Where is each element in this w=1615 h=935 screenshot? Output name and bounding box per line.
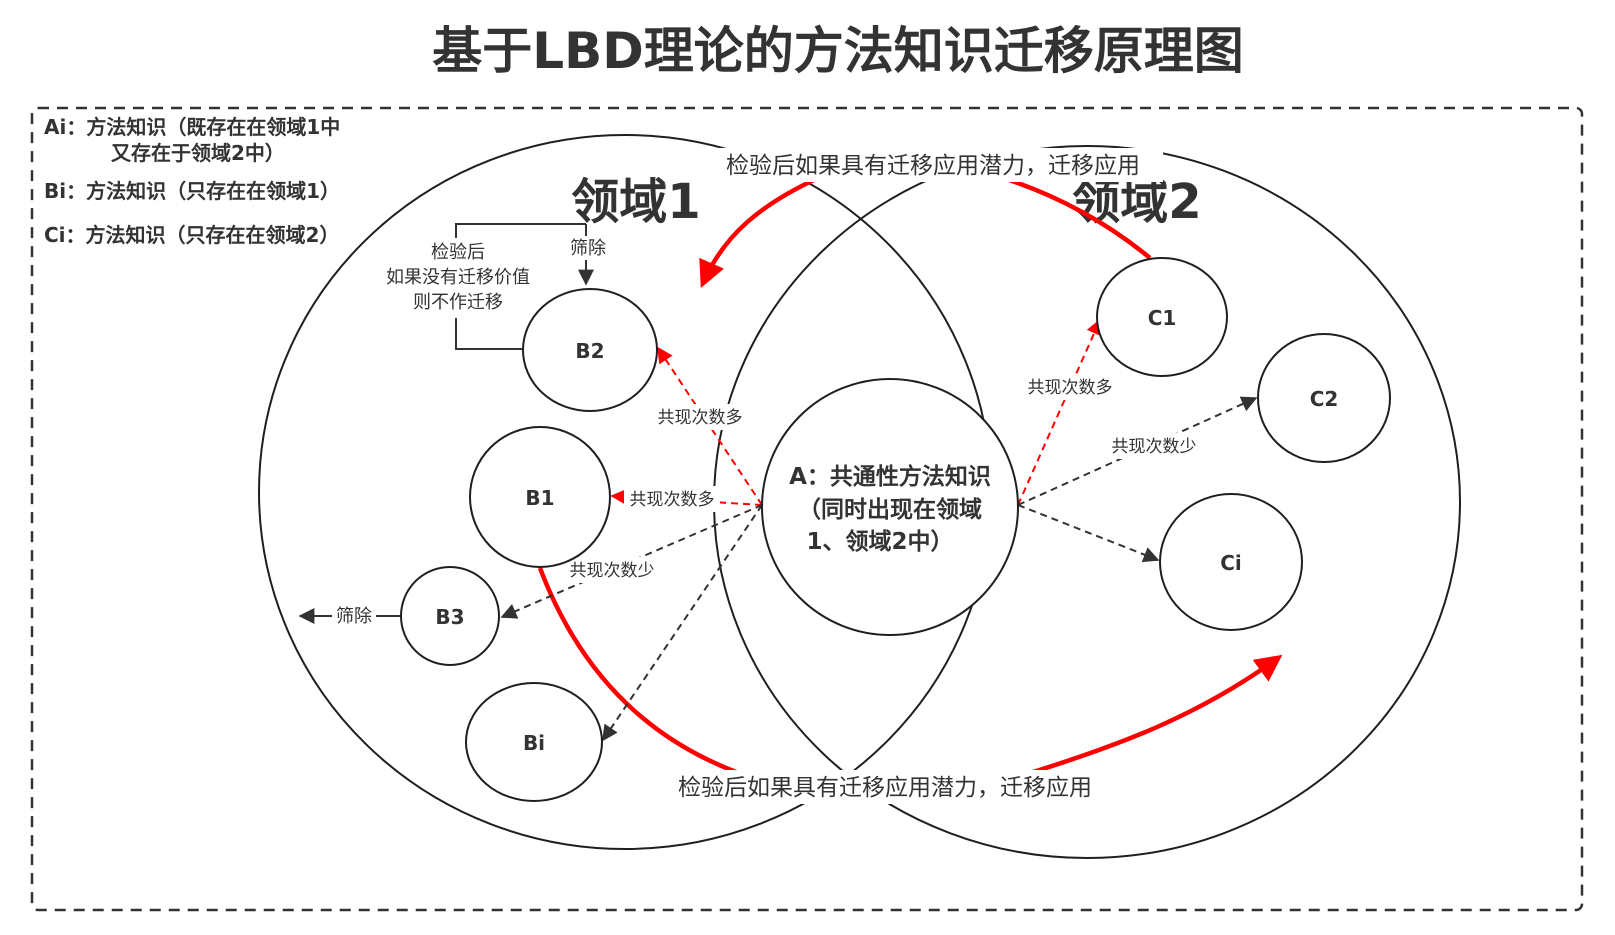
node-b1-circle bbox=[469, 426, 611, 568]
filter-top-label: 筛除 bbox=[570, 238, 606, 259]
domain-1-label: 领域1 bbox=[571, 174, 700, 230]
feedback-note-line-2: 如果没有迁移价值 bbox=[386, 267, 530, 288]
node-b2-label: B2 bbox=[575, 339, 604, 363]
node-c2-label: C2 bbox=[1310, 387, 1339, 411]
legend-line-ai-cont: 又存在于领域2中） bbox=[111, 141, 285, 165]
edge-a-c1 bbox=[1017, 318, 1102, 506]
node-a-label-line-2: （同时出现在领域 bbox=[798, 496, 982, 523]
legend-line-bi: Bi：方法知识（只存在在领域1） bbox=[44, 179, 340, 203]
node-ci-circle bbox=[1159, 493, 1303, 631]
edge-label-b1-bg bbox=[624, 486, 720, 512]
edge-label-c1: 共现次数多 bbox=[1028, 378, 1113, 398]
feedback-note-line-3: 则不作迁移 bbox=[413, 292, 503, 313]
edge-a-ci bbox=[1017, 504, 1160, 563]
transfer-arrow-bottom-right bbox=[1029, 654, 1283, 776]
bottom-transfer-note: 检验后如果具有迁移应用潜力，迁移应用 bbox=[678, 775, 1092, 801]
page-title: 基于LBD理论的方法知识迁移原理图 bbox=[432, 22, 1243, 80]
dashed-frame bbox=[30, 106, 1584, 912]
filter-left-label: 筛除 bbox=[336, 606, 372, 627]
edge-label-b2-bg bbox=[652, 404, 748, 430]
node-c1-label: C1 bbox=[1148, 306, 1177, 330]
node-ci-label: Ci bbox=[1220, 551, 1242, 575]
node-a-circle bbox=[761, 378, 1019, 636]
node-c1-circle bbox=[1096, 257, 1228, 377]
node-a-label-line-1: A：共通性方法知识 bbox=[789, 463, 991, 490]
legend-line-ai: Ai：方法知识（既存在在领域1中 bbox=[44, 115, 340, 139]
domain-2-label: 领域2 bbox=[1072, 174, 1201, 230]
edge-label-b1: 共现次数多 bbox=[630, 490, 715, 510]
node-bi-label: Bi bbox=[523, 731, 545, 755]
filter-left-bg bbox=[332, 604, 376, 628]
feedback-note-line-1: 检验后 bbox=[431, 242, 485, 263]
node-b2-circle bbox=[522, 288, 658, 412]
edge-label-b2: 共现次数多 bbox=[658, 408, 743, 428]
edge-label-c2-bg bbox=[1106, 433, 1202, 459]
filter-top-bg bbox=[566, 236, 610, 260]
node-a-label-line-3: 1、领域2中） bbox=[806, 528, 953, 555]
node-b3-circle bbox=[400, 566, 500, 666]
node-bi-circle bbox=[465, 682, 603, 802]
edge-label-b3-bg bbox=[564, 557, 660, 583]
transfer-arrow-top-left bbox=[699, 175, 819, 288]
top-transfer-note: 检验后如果具有迁移应用潜力，迁移应用 bbox=[726, 153, 1140, 179]
legend: Ai：方法知识（既存在在领域1中 又存在于领域2中） Bi：方法知识（只存在在领… bbox=[44, 115, 340, 247]
bottom-note-bg bbox=[655, 770, 1115, 804]
feedback-note-bg bbox=[374, 238, 546, 318]
top-note-bg bbox=[703, 148, 1163, 182]
transfer-arrow-top-right bbox=[1002, 175, 1152, 260]
legend-line-ci: Ci：方法知识（只存在在领域2） bbox=[44, 223, 339, 247]
node-b3-label: B3 bbox=[435, 605, 464, 629]
edge-a-c2 bbox=[1017, 396, 1258, 506]
node-c2-circle bbox=[1257, 333, 1391, 463]
edge-a-b2 bbox=[657, 346, 763, 506]
edge-label-b3-bi: 共现次数少 bbox=[570, 561, 655, 581]
edge-label-c2-ci: 共现次数少 bbox=[1112, 437, 1197, 457]
edge-label-c1-bg bbox=[1022, 374, 1118, 400]
node-b1-label: B1 bbox=[525, 486, 554, 510]
